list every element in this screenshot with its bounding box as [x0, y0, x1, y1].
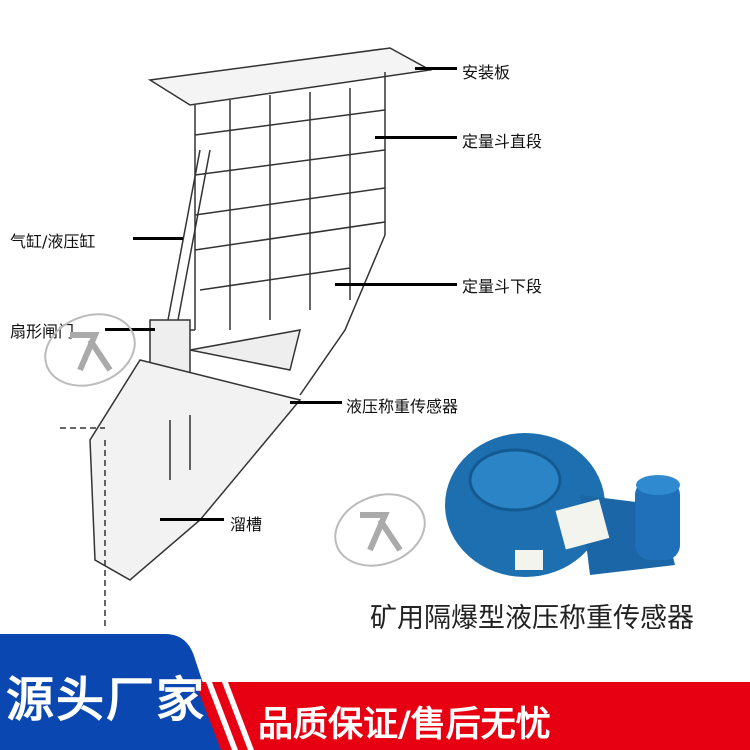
banner-right-text: 品质保证/售后无忧: [258, 705, 551, 745]
watermark-logo: [44, 313, 136, 387]
leader-line: [375, 136, 457, 139]
leader-line: [335, 283, 457, 286]
label-mounting-plate: 安装板: [462, 63, 511, 82]
leader-line: [415, 67, 457, 70]
load-cell-photo: [445, 433, 680, 577]
product-caption: 矿用隔爆型液压称重传感器: [370, 603, 694, 634]
label-sector-gate: 扇形闸门: [10, 322, 75, 341]
banner-left-text: 源头厂家: [6, 672, 207, 728]
leader-line: [133, 237, 183, 240]
loading-hopper-diagram: [60, 47, 433, 630]
label-load-cell: 液压称重传感器: [346, 397, 459, 416]
leader-line: [290, 401, 342, 404]
leader-line: [160, 518, 224, 521]
label-chute: 溜槽: [230, 515, 263, 534]
watermark-logo: [334, 493, 426, 567]
label-cylinder: 气缸/液压缸: [10, 232, 96, 251]
label-hopper-straight: 定量斗直段: [462, 132, 543, 151]
label-hopper-lower: 定量斗下段: [462, 277, 543, 296]
banner-background: [0, 634, 750, 750]
